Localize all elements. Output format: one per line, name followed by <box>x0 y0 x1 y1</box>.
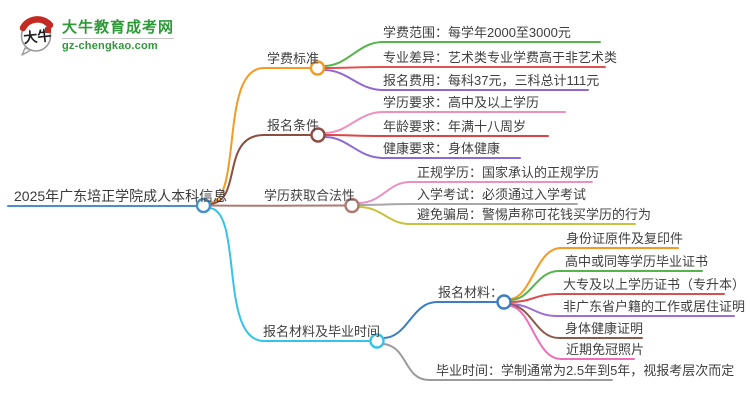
leaf-curve-health-proof <box>510 304 643 339</box>
leaf-curve-age-requirement <box>324 134 549 137</box>
leaf-label-photo: 近期免冠照片 <box>566 342 645 357</box>
branch-label-legality: 学历获取合法性 <box>264 188 356 203</box>
root-node-toggle[interactable] <box>195 197 212 214</box>
leaf-curve-tuition-range <box>323 41 601 67</box>
leaf-curve-residence-proof <box>510 303 735 317</box>
leaf-curve-official-degree <box>358 181 593 204</box>
leaf-label-health-proof: 身体健康证明 <box>565 321 644 336</box>
leaf-label-education-requirement: 学历要求：高中及以上学历 <box>383 95 540 110</box>
leaf-label-avoid-scam: 避免骗局：警惕声称可花钱买学历的行为 <box>417 207 652 222</box>
branch-label-requirements: 报名条件 <box>267 118 320 133</box>
leaf-label-graduation-time: 毕业时间：学制通常为2.5年到5年，视报考层次而定 <box>436 363 735 378</box>
leaf-label-age-requirement: 年龄要求：年满十八周岁 <box>383 119 527 134</box>
leaf-curve-registration-fee <box>323 69 589 91</box>
materials-time-node-toggle[interactable] <box>369 333 385 349</box>
leaf-label-registration-fee: 报名费用：每科37元，三科总计111元 <box>383 73 600 88</box>
site-url: gz-chengkao.com <box>62 38 175 53</box>
branch-curve-tuition <box>209 67 312 204</box>
materials-node-toggle[interactable] <box>496 294 512 310</box>
leaf-curve-id-card <box>510 247 679 300</box>
leaf-label-health-requirement: 健康要求：身体健康 <box>383 141 501 156</box>
subbranch-label-materials: 报名材料： <box>438 285 504 300</box>
leaf-curve-education-requirement <box>324 111 566 134</box>
site-name: 大牛教育成考网 <box>62 19 175 36</box>
leaf-curve-graduation-time <box>383 343 613 381</box>
leaf-label-tuition-range: 学费范围：每学年2000至3000元 <box>383 25 571 40</box>
leaf-curve-college-diploma <box>510 293 725 303</box>
site-logo-text: 大牛教育成考网 gz-chengkao.com <box>62 19 175 53</box>
root-node-label: 2025年广东培正学院成人本科信息 <box>14 188 228 204</box>
subbranch-curve-materials <box>383 301 498 339</box>
leaf-curve-highschool-diploma <box>510 270 703 301</box>
leaf-label-highschool-diploma: 高中或同等学历毕业证书 <box>565 254 709 269</box>
leaf-label-college-diploma: 大专及以上学历证书（专升本） <box>563 277 746 292</box>
tuition-node-toggle[interactable] <box>309 60 326 76</box>
legality-node-toggle[interactable] <box>344 197 360 214</box>
ox-mascot-icon: 大牛 <box>19 16 54 56</box>
leaf-label-major-difference: 专业差异：艺术类专业学费高于非艺术类 <box>383 50 618 65</box>
leaf-label-id-card: 身份证原件及复印件 <box>566 231 684 246</box>
leaf-curve-health-requirement <box>324 136 521 159</box>
site-logo: 大牛 大牛教育成考网 gz-chengkao.com <box>18 14 175 58</box>
leaf-curve-major-difference <box>323 66 606 69</box>
svg-text:大牛: 大牛 <box>23 27 53 46</box>
leaf-label-entrance-exam: 入学考试：必须通过入学考试 <box>417 187 587 202</box>
branch-label-tuition: 学费标准 <box>267 51 320 66</box>
leaf-label-residence-proof: 非广东省户籍的工作或居住证明 <box>563 299 746 314</box>
branch-curve-materials-time <box>209 207 371 342</box>
leaf-curve-entrance-exam <box>358 203 578 206</box>
branch-curve-requirements <box>209 134 312 205</box>
leaf-curve-avoid-scam <box>358 206 636 225</box>
requirements-node-toggle[interactable] <box>310 127 326 143</box>
leaf-label-official-degree: 正规学历：国家承认的正规学历 <box>417 165 600 180</box>
leaf-curve-photo <box>510 305 635 360</box>
branch-label-materials-time: 报名材料及毕业时间 <box>263 324 381 339</box>
